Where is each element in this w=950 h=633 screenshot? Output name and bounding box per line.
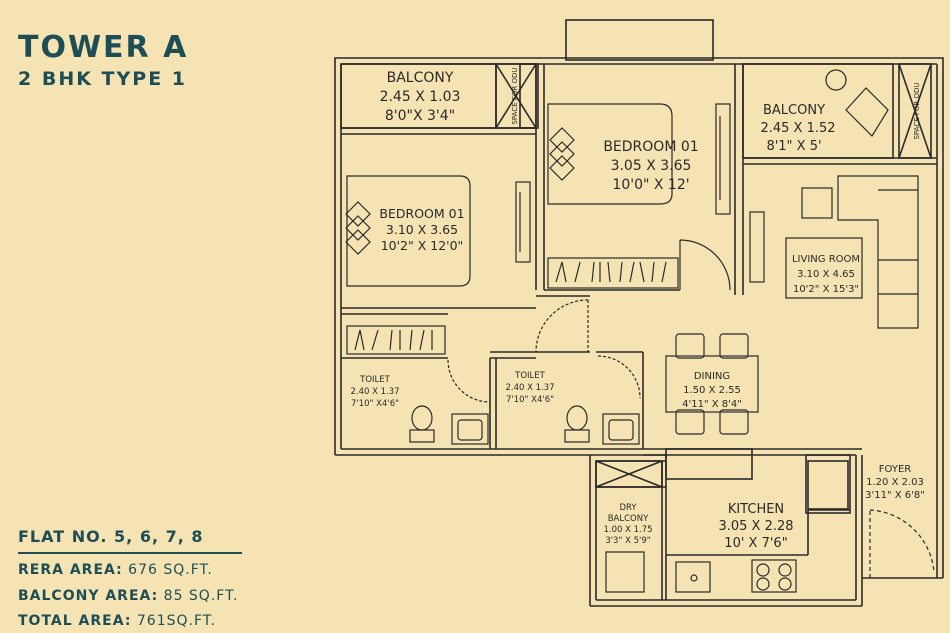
dry-balcony-name-2: BALCONY — [608, 514, 649, 524]
toilet-1-name: TOILET — [359, 375, 390, 385]
kitchen-imperial: 10' X 7'6" — [724, 536, 787, 551]
foyer-metric: 1.20 X 2.03 — [866, 477, 924, 488]
diamond-pattern-a — [549, 127, 575, 181]
living-room-imperial: 10'2" X 15'3" — [793, 284, 859, 295]
foyer-imperial: 3'11" X 6'8" — [865, 490, 925, 501]
dining-metric: 1.50 X 2.55 — [683, 385, 741, 396]
foyer-name: FOYER — [879, 464, 912, 475]
toilet-2-imperial: 7'10" X4'6" — [506, 395, 554, 405]
dry-balcony-imperial: 3'3" X 5'9" — [605, 536, 650, 546]
room-labels: BALCONY 2.45 X 1.03 8'0"X 3'4" BEDROOM 0… — [350, 70, 924, 551]
kitchen-metric: 3.05 X 2.28 — [718, 519, 793, 534]
toilet-2-metric: 2.40 X 1.37 — [505, 383, 554, 393]
kitchen-name: KITCHEN — [728, 502, 784, 517]
balcony-2-name: BALCONY — [763, 103, 825, 118]
dry-balcony-metric: 1.00 X 1.75 — [603, 525, 652, 535]
bedroom-b-imperial: 10'2" X 12'0" — [381, 238, 464, 253]
toilet-1-metric: 2.40 X 1.37 — [350, 387, 399, 397]
furniture — [345, 69, 935, 593]
balcony-1-metric: 2.45 X 1.03 — [380, 89, 461, 105]
unit-type-subtitle: 2 BHK TYPE 1 — [18, 68, 188, 90]
total-area: TOTAL AREA: 761SQ.FT. — [18, 613, 217, 629]
dining-name: DINING — [694, 371, 730, 382]
bedroom-b-metric: 3.10 X 3.65 — [386, 222, 458, 237]
divider — [18, 552, 242, 554]
dry-balcony-name: DRY — [619, 503, 637, 513]
toilet-1-imperial: 7'10" X4'6" — [351, 399, 399, 409]
bedroom-a-name: BEDROOM 01 — [603, 139, 698, 155]
walls — [334, 19, 944, 607]
bedroom-a-metric: 3.05 X 3.65 — [611, 158, 692, 174]
living-room-metric: 3.10 X 4.65 — [797, 269, 855, 280]
dining-imperial: 4'11" X 8'4" — [682, 399, 742, 410]
diamond-pattern-b — [345, 201, 371, 255]
balcony-1-imperial: 8'0"X 3'4" — [385, 108, 455, 124]
bedroom-a-imperial: 10'0" X 12' — [612, 177, 689, 193]
odu-label-2: SPACE FOR ODU — [913, 82, 921, 139]
rera-area: RERA AREA: 676 SQ.FT. — [18, 562, 213, 578]
tower-title: TOWER A — [18, 30, 189, 65]
bedroom-b-name: BEDROOM 01 — [379, 206, 464, 221]
flat-number: FLAT NO. 5, 6, 7, 8 — [18, 527, 204, 546]
balcony-1-name: BALCONY — [387, 70, 454, 86]
balcony-2-imperial: 8'1" X 5' — [766, 139, 821, 154]
living-room-name: LIVING ROOM — [792, 254, 860, 265]
balcony-area: BALCONY AREA: 85 SQ.FT. — [18, 588, 239, 604]
toilet-2-name: TOILET — [514, 371, 545, 381]
balcony-2-metric: 2.45 X 1.52 — [760, 121, 835, 136]
odu-label-1: SPACE FOR ODU — [511, 67, 519, 124]
